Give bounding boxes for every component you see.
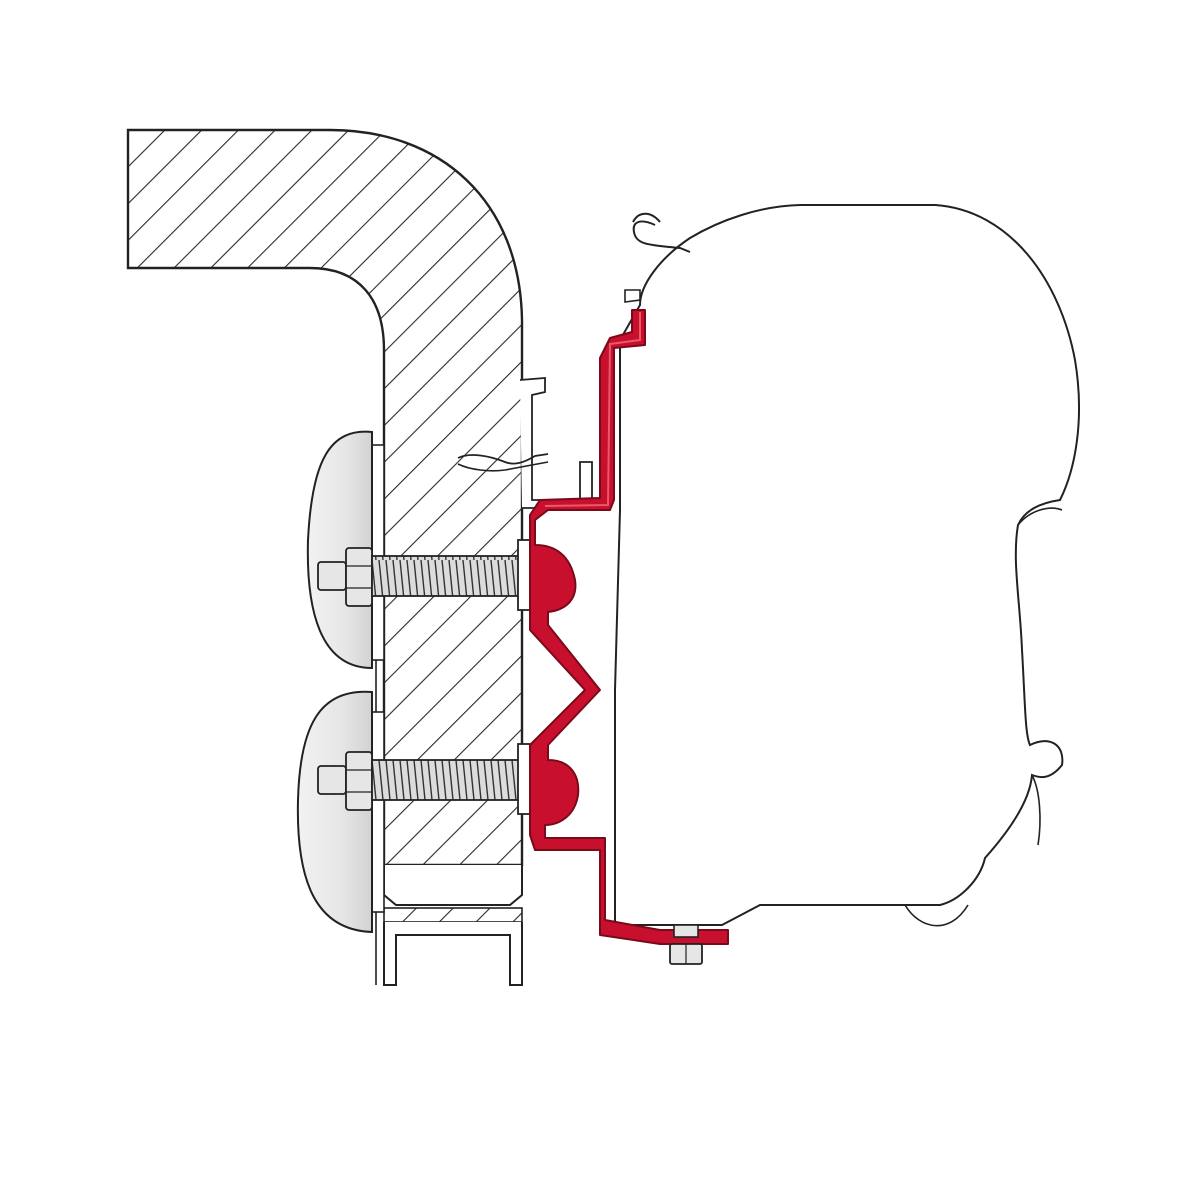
lower-cover-cap [296,690,373,934]
roof-wall-section [126,128,524,986]
upper-bolt [317,539,531,611]
bottom-fixing-nut [669,924,703,965]
adapter-bracket [529,309,729,945]
awning-cassette [614,204,1080,927]
awning-rail [624,212,691,303]
lower-bolt [317,743,531,815]
wall-inner-panel [371,444,385,913]
upper-cover-cap [306,430,373,670]
